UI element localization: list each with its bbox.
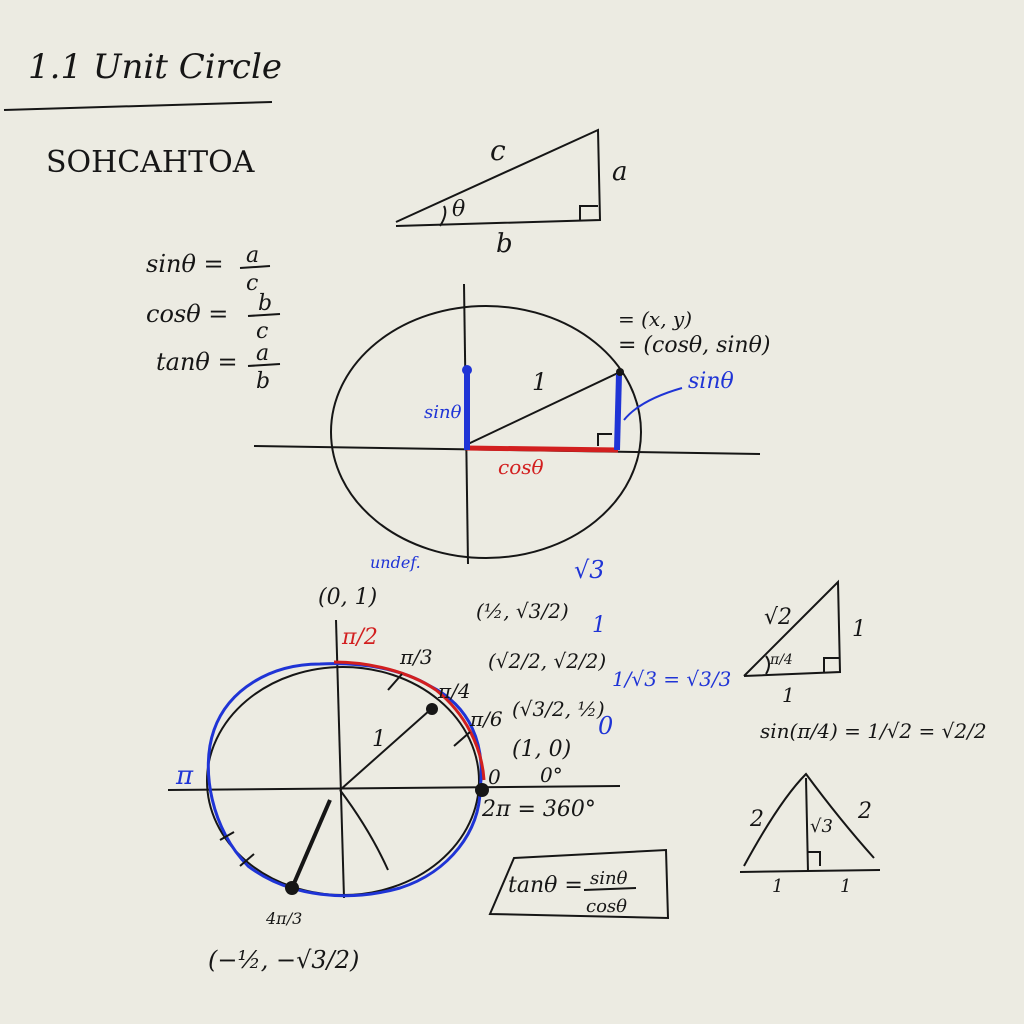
radius-line [467, 371, 621, 445]
cos-ratio-num: b [258, 291, 272, 316]
trig-ratios: sinθ = a c cosθ = b c tanθ = a b [146, 243, 281, 394]
tri45-equation: sin(π/4) = 1/√2 = √2/2 [760, 719, 987, 743]
unit-circle-radius-label: 1 [532, 368, 547, 396]
pi-over-6-label: π/6 [469, 707, 503, 731]
tri45-base-label: 1 [782, 683, 795, 707]
triangle-30-60-90 [739, 772, 881, 873]
tan-ratio-label: tanθ = [156, 348, 238, 376]
coord-pi3-label: (½, √3/2) [476, 599, 569, 623]
identity-num: sinθ [590, 868, 628, 889]
zero-degree-label: 0° [540, 763, 563, 787]
cos-ratio-den: c [256, 319, 268, 344]
pi-over-2-label: π/2 [341, 625, 378, 650]
point-pi4 [426, 703, 438, 715]
triangle-45-45-90 [743, 579, 842, 677]
zero-label: 0 [488, 765, 501, 789]
tri60-left-label: 2 [749, 807, 764, 832]
tan-one-label: 1 [592, 613, 606, 638]
tan-ratio-num: a [256, 341, 269, 366]
coord-pi6-label: (√3/2, ½) [512, 697, 605, 721]
tick-7pi6 [219, 831, 235, 841]
sin-axis-dot [462, 365, 472, 375]
tri60-right-label: 2 [857, 799, 872, 824]
lower-x-axis [167, 785, 621, 791]
tick-5pi4 [239, 853, 255, 867]
right-angle-mark [597, 433, 612, 446]
circle-point [616, 368, 624, 376]
coord-pi4-label: (√2/2, √2/2) [488, 649, 606, 673]
four-pi-3-label: 4π/3 [265, 909, 302, 928]
tri45-side-label: 1 [852, 617, 866, 642]
unit-circle [330, 305, 642, 559]
pi-over-4-label: π/4 [437, 679, 471, 703]
sin-label-axis: sinθ [424, 402, 462, 423]
lower-radius-line [339, 709, 431, 791]
tri60-base-right-label: 1 [840, 876, 851, 897]
tan-ratio-den: b [256, 369, 270, 394]
tan-inv-sqrt3-label: 1/√3 = √3/3 [612, 667, 731, 691]
tan-zero-label: 0 [598, 712, 613, 740]
pi-over-3-label: π/3 [399, 645, 433, 669]
cos-ratio-label: cosθ = [146, 300, 228, 328]
coord-4pi3-label: (−½, −√3/2) [208, 946, 359, 974]
tri60-height-label: √3 [810, 816, 833, 837]
point-trig-label: = (cosθ, sinθ) [618, 333, 770, 358]
unit-circle-diagram [253, 283, 761, 565]
identity-den: cosθ [586, 896, 627, 917]
red-arc [333, 660, 486, 781]
coord-zero-label: (1, 0) [512, 737, 571, 762]
pi-label: π [175, 761, 194, 791]
mnemonic-text: SOHCAHTOA [46, 145, 255, 180]
triangle-opp-label: a [612, 157, 628, 187]
triangle-angle-label: θ [452, 197, 465, 222]
triangle-hyp-label: c [490, 134, 506, 167]
tick-pi6 [453, 731, 471, 747]
identity-box [488, 848, 670, 920]
inner-curve [339, 789, 389, 871]
undef-label: undef. [370, 553, 421, 572]
two-pi-label: 2π = 360° [481, 797, 596, 822]
special-angles-circle [167, 619, 621, 899]
reference-triangle [395, 128, 602, 227]
sin-ratio-label: sinθ = [146, 250, 224, 278]
identity-lhs: tanθ = [508, 873, 583, 898]
sin-ratio-num: a [246, 243, 259, 268]
radius-to-4pi3 [290, 799, 332, 889]
tri45-hyp-label: √2 [764, 605, 792, 630]
sin-label-right: sinθ [688, 369, 734, 394]
tick-pi3 [387, 673, 403, 691]
point-zero [475, 783, 489, 797]
triangle-adj-label: b [496, 229, 513, 259]
title-underline [3, 101, 273, 111]
tri45-angle-label: π/4 [769, 652, 793, 668]
lower-radius-label: 1 [372, 727, 386, 752]
point-4pi3 [285, 881, 299, 895]
sin-ratio-den: c [246, 271, 258, 296]
cos-segment [465, 445, 619, 453]
tan-sqrt3-label: √3 [574, 556, 605, 584]
top-coord-label: (0, 1) [318, 585, 377, 610]
cos-label: cosθ [498, 455, 544, 479]
tri60-base-left-label: 1 [772, 876, 783, 897]
point-xy-label: = (x, y) [618, 307, 692, 331]
sin-segment-right [614, 373, 622, 451]
sin-pointer-arrow [623, 387, 683, 421]
page-title: 1.1 Unit Circle [28, 47, 282, 87]
